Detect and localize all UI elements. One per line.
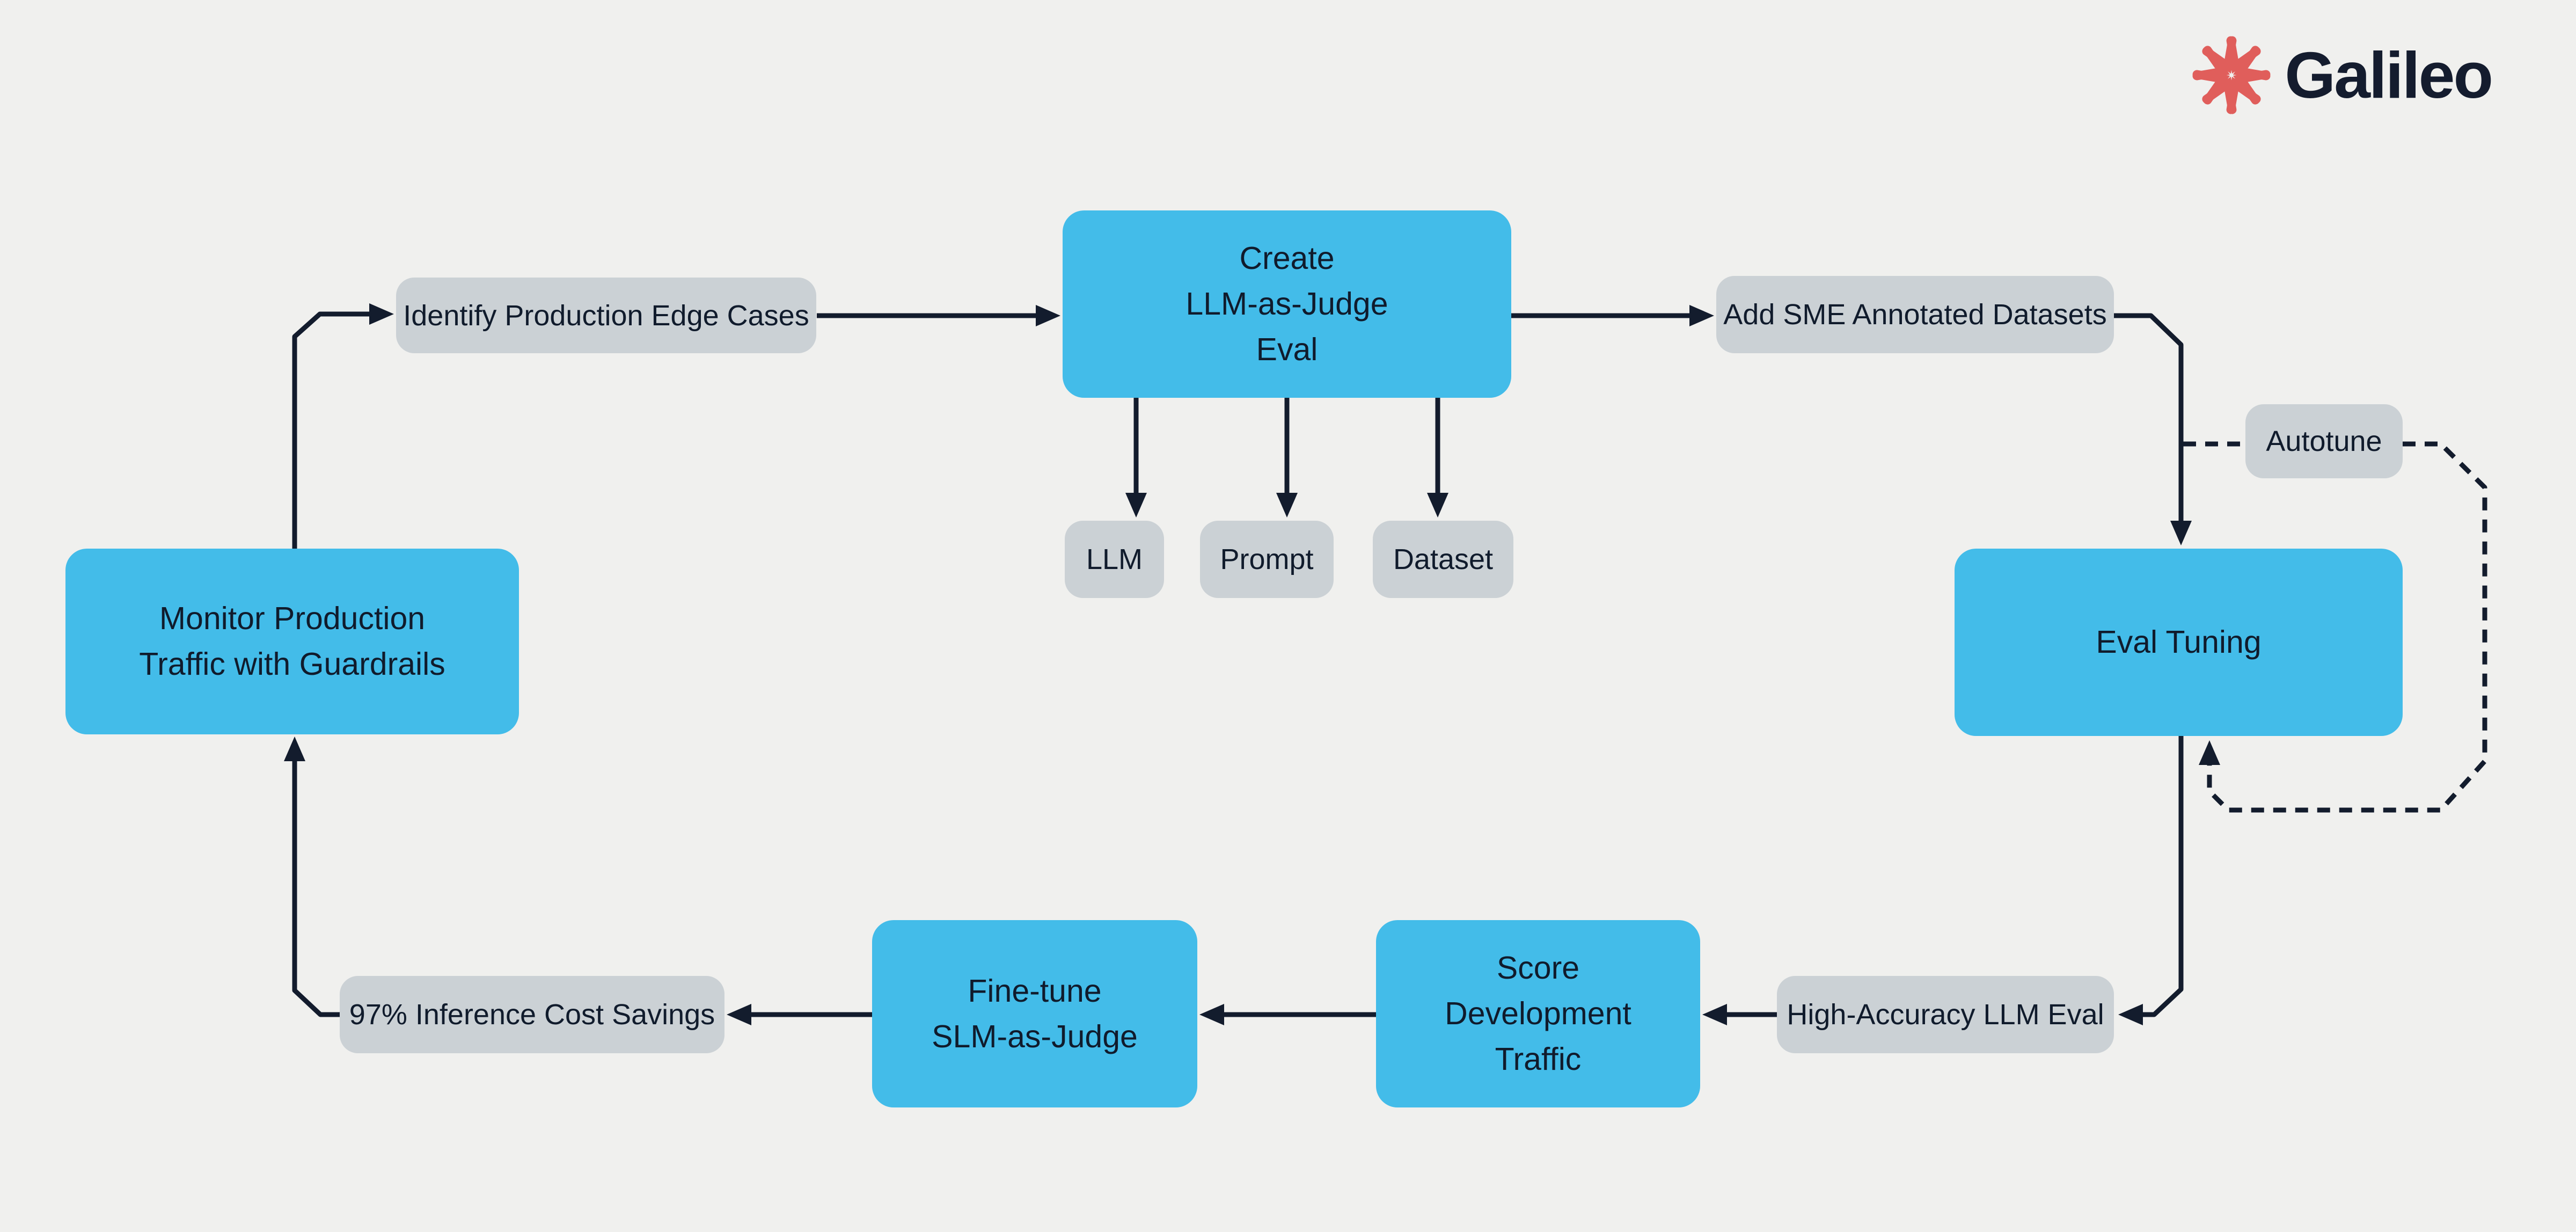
edge-autotune-to-eval-tuning-dotted	[2199, 441, 2487, 813]
galileo-flower-icon	[2192, 36, 2271, 114]
edge-eval-tuning-to-high-accuracy	[2118, 736, 2184, 1025]
node-create: Create LLM-as-Judge Eval	[1063, 210, 1511, 398]
galileo-wordmark: Galileo	[2285, 39, 2493, 112]
edge-sme-to-eval-tuning	[2114, 313, 2192, 545]
node-llm: LLM	[1065, 521, 1164, 598]
node-dataset: Dataset	[1373, 521, 1513, 598]
node-monitor: Monitor Production Traffic with Guardrai…	[65, 549, 519, 734]
node-high-accuracy: High-Accuracy LLM Eval	[1777, 976, 2114, 1053]
galileo-logo: Galileo	[2191, 35, 2493, 115]
node-sme: Add SME Annotated Datasets	[1716, 276, 2114, 353]
node-savings: 97% Inference Cost Savings	[340, 976, 724, 1053]
edge-savings-to-monitor	[284, 737, 340, 1017]
node-identify: Identify Production Edge Cases	[396, 278, 816, 353]
node-finetune: Fine-tune SLM-as-Judge	[872, 920, 1197, 1107]
node-prompt: Prompt	[1200, 521, 1334, 598]
node-eval-tuning: Eval Tuning	[1955, 549, 2403, 736]
edge-monitor-to-identify	[292, 303, 394, 549]
node-score: Score Development Traffic	[1376, 920, 1700, 1107]
node-autotune: Autotune	[2245, 404, 2403, 478]
